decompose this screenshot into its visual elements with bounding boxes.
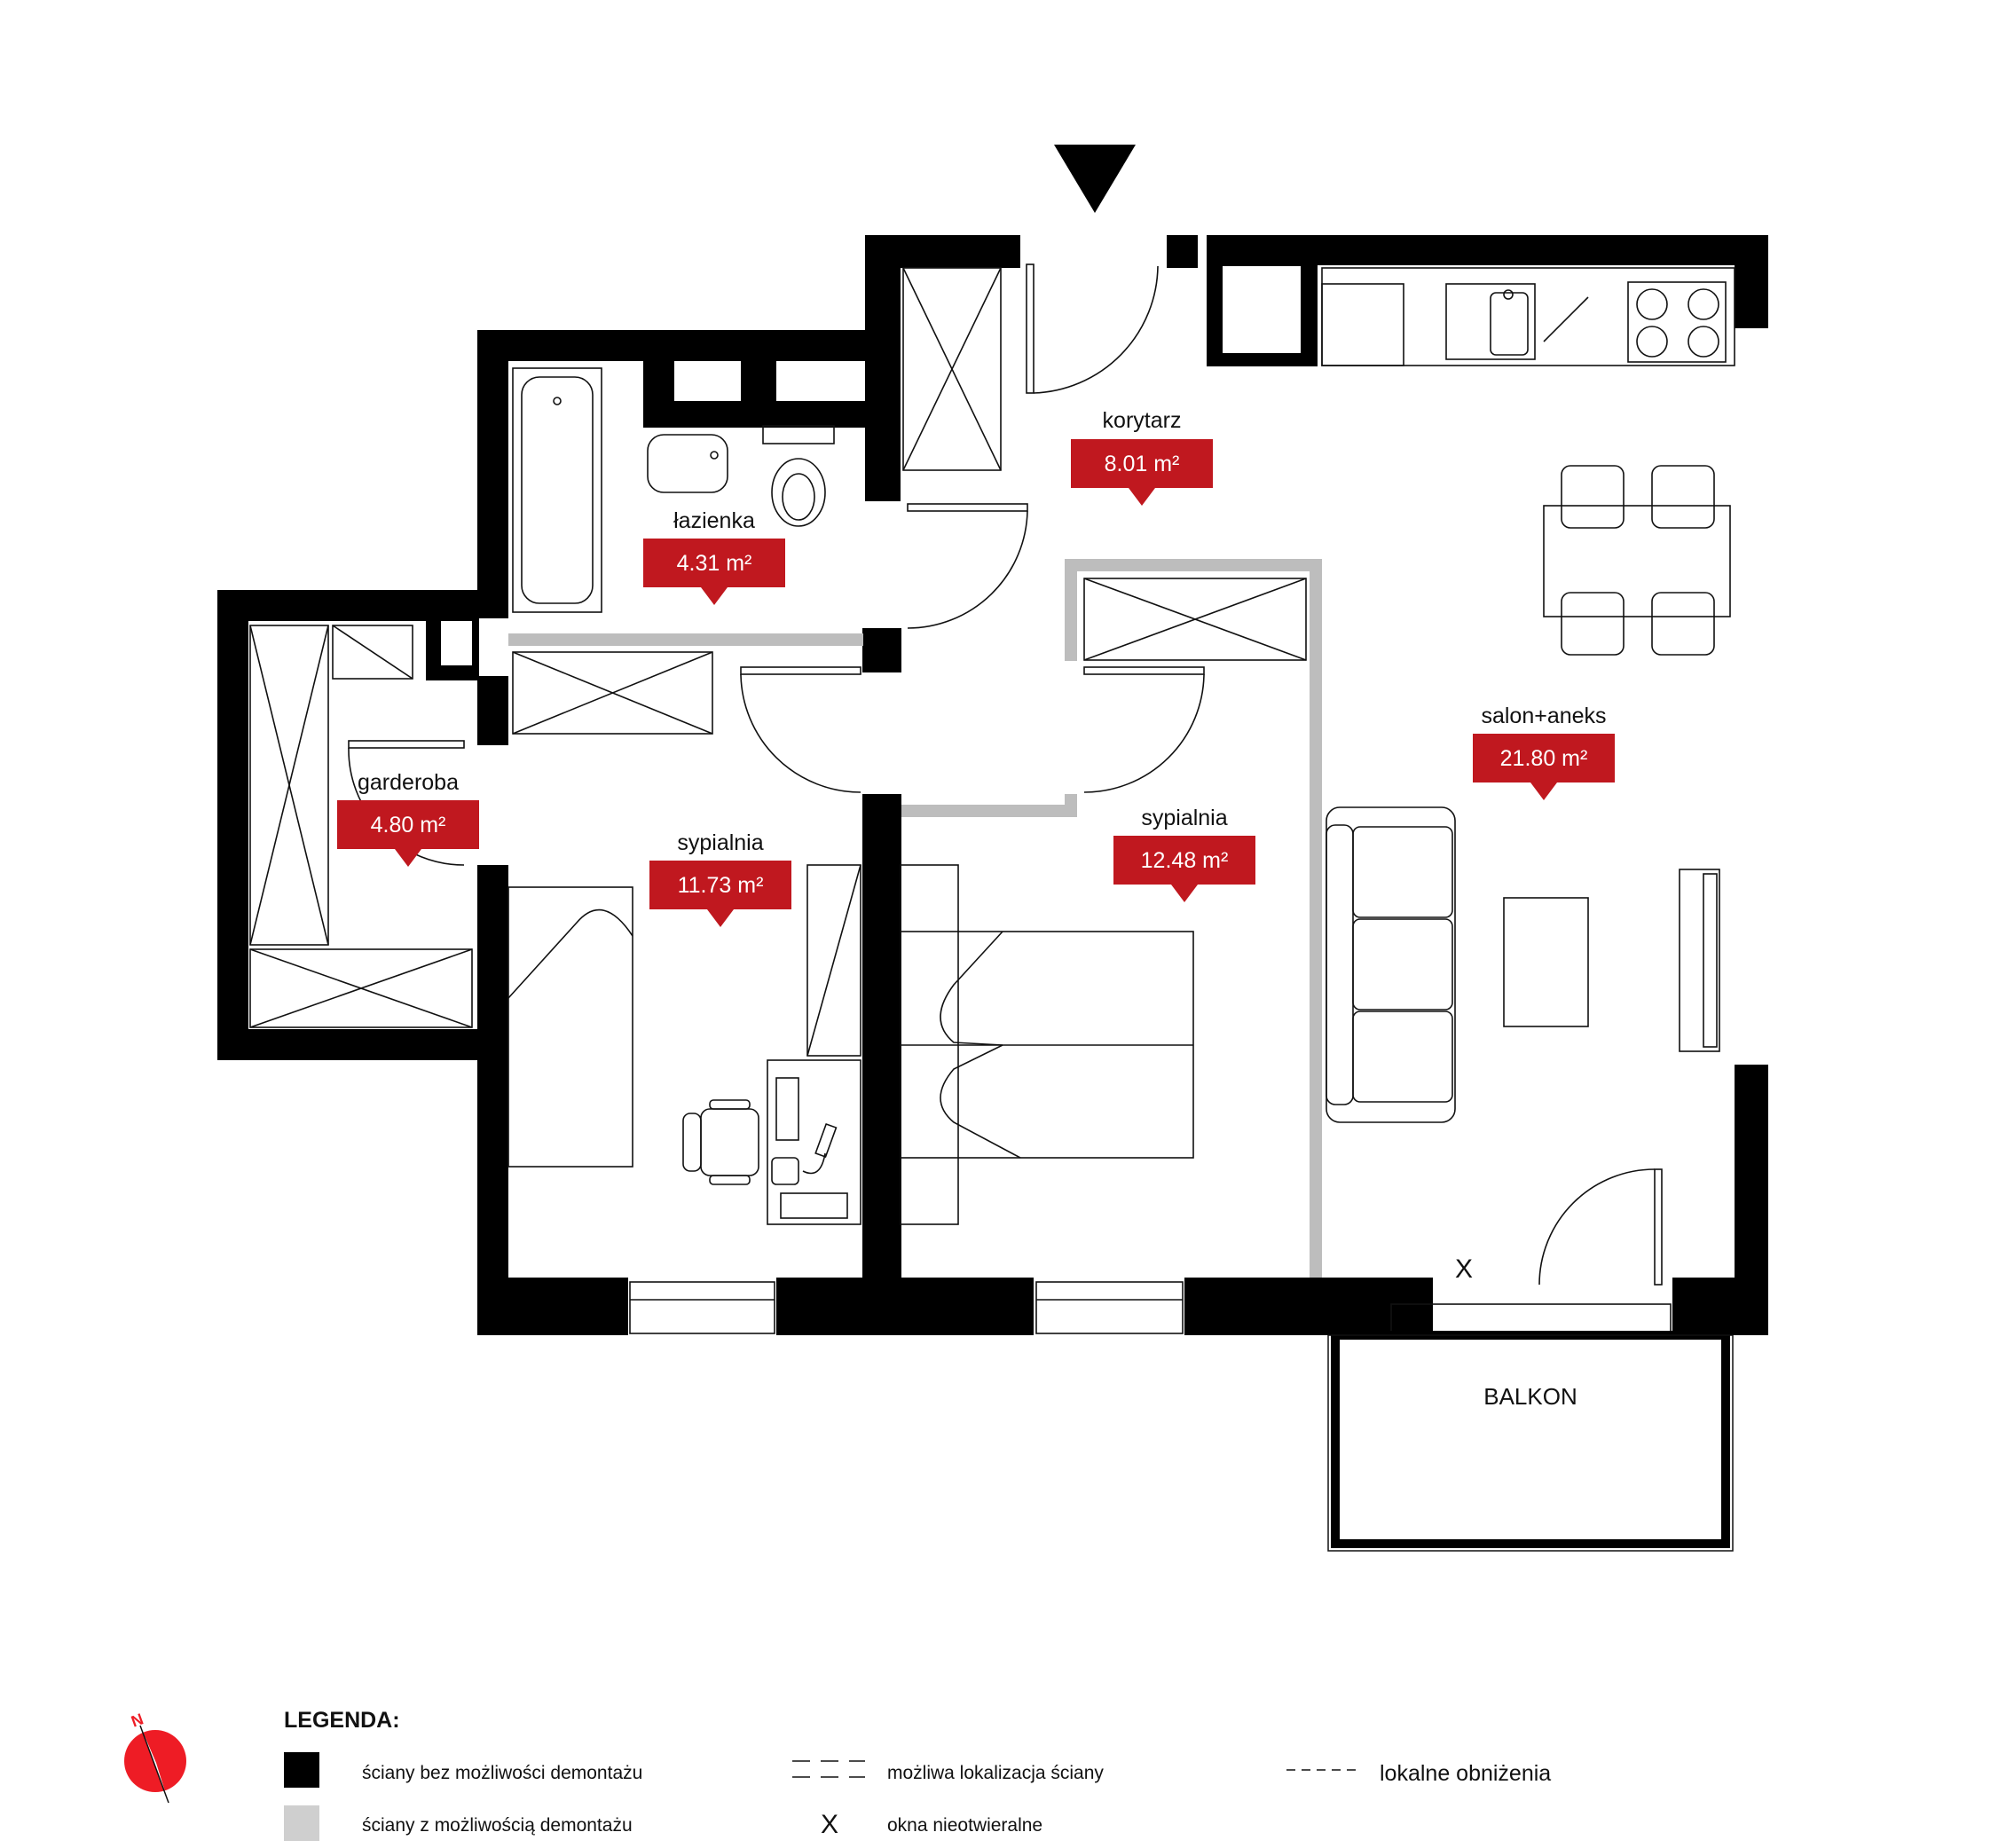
washbasin-icon bbox=[647, 434, 728, 493]
walls-fixed bbox=[217, 235, 1768, 1335]
room-name: łazienka bbox=[673, 508, 755, 533]
walls-removable bbox=[508, 559, 1322, 1278]
compass-icon: N bbox=[124, 1710, 186, 1804]
room-area: 4.80 m² bbox=[371, 813, 446, 837]
bathtub bbox=[512, 367, 602, 613]
room-area: 11.73 m² bbox=[678, 873, 764, 898]
legend: LEGENDA: ściany bez możliwości demontażu… bbox=[284, 1708, 1551, 1841]
room-label-salon-aneks: salon+aneks 21.80 m² bbox=[1473, 704, 1615, 800]
wardrobe-bedroom1 bbox=[806, 864, 861, 1057]
tv-cabinet bbox=[1679, 869, 1720, 1052]
sofa bbox=[1326, 806, 1456, 1123]
room-label-korytarz: korytarz 8.01 m² bbox=[1071, 408, 1213, 506]
windows bbox=[629, 1281, 1672, 1336]
desk bbox=[767, 1059, 861, 1225]
desk-chair-icon bbox=[682, 1099, 759, 1185]
legend-title: LEGENDA: bbox=[284, 1708, 400, 1733]
bed-single bbox=[507, 886, 633, 1168]
doors bbox=[348, 263, 1663, 1286]
coffee-table bbox=[1503, 897, 1589, 1027]
room-area: 12.48 m² bbox=[1141, 848, 1229, 873]
balcony-label: BALKON bbox=[1483, 1383, 1577, 1410]
room-label-sypialnia-2: sypialnia 12.48 m² bbox=[1113, 806, 1255, 902]
kitchen-counter bbox=[1321, 267, 1735, 366]
room-label-sypialnia-1: sypialnia 11.73 m² bbox=[649, 830, 791, 927]
entrance-arrow-icon bbox=[1054, 145, 1136, 213]
bed-double bbox=[900, 864, 1194, 1225]
room-area: 8.01 m² bbox=[1105, 452, 1180, 476]
room-name: korytarz bbox=[1103, 408, 1182, 433]
room-name: garderoba bbox=[358, 770, 459, 795]
balcony bbox=[1327, 1331, 1734, 1552]
legend-item-local-lowering: lokalne obniżenia bbox=[1380, 1761, 1551, 1786]
room-area: 4.31 m² bbox=[677, 551, 752, 576]
legend-item-fixed-walls: ściany bez możliwości demontażu bbox=[362, 1763, 642, 1783]
legend-item-removable-walls: ściany z możliwością demontażu bbox=[362, 1815, 633, 1836]
room-name: salon+aneks bbox=[1481, 704, 1606, 728]
legend-item-non-opening-windows: okna nieotwieralne bbox=[887, 1815, 1042, 1836]
compass-north-label: N bbox=[129, 1710, 146, 1730]
room-name: sypialnia bbox=[677, 830, 763, 855]
toilet-icon bbox=[762, 425, 835, 527]
room-label-garderoba: garderoba 4.80 m² bbox=[337, 770, 479, 867]
legend-item-possible-wall: możliwa lokalizacja ściany bbox=[887, 1763, 1104, 1783]
room-name: sypialnia bbox=[1141, 806, 1227, 830]
dining-table bbox=[1543, 465, 1731, 656]
room-area: 21.80 m² bbox=[1500, 746, 1588, 771]
legend-x-symbol: X bbox=[821, 1810, 838, 1839]
non-opening-window-mark: X bbox=[1455, 1254, 1473, 1284]
closets bbox=[249, 267, 1307, 1028]
room-label-lazienka: łazienka 4.31 m² bbox=[643, 508, 785, 605]
